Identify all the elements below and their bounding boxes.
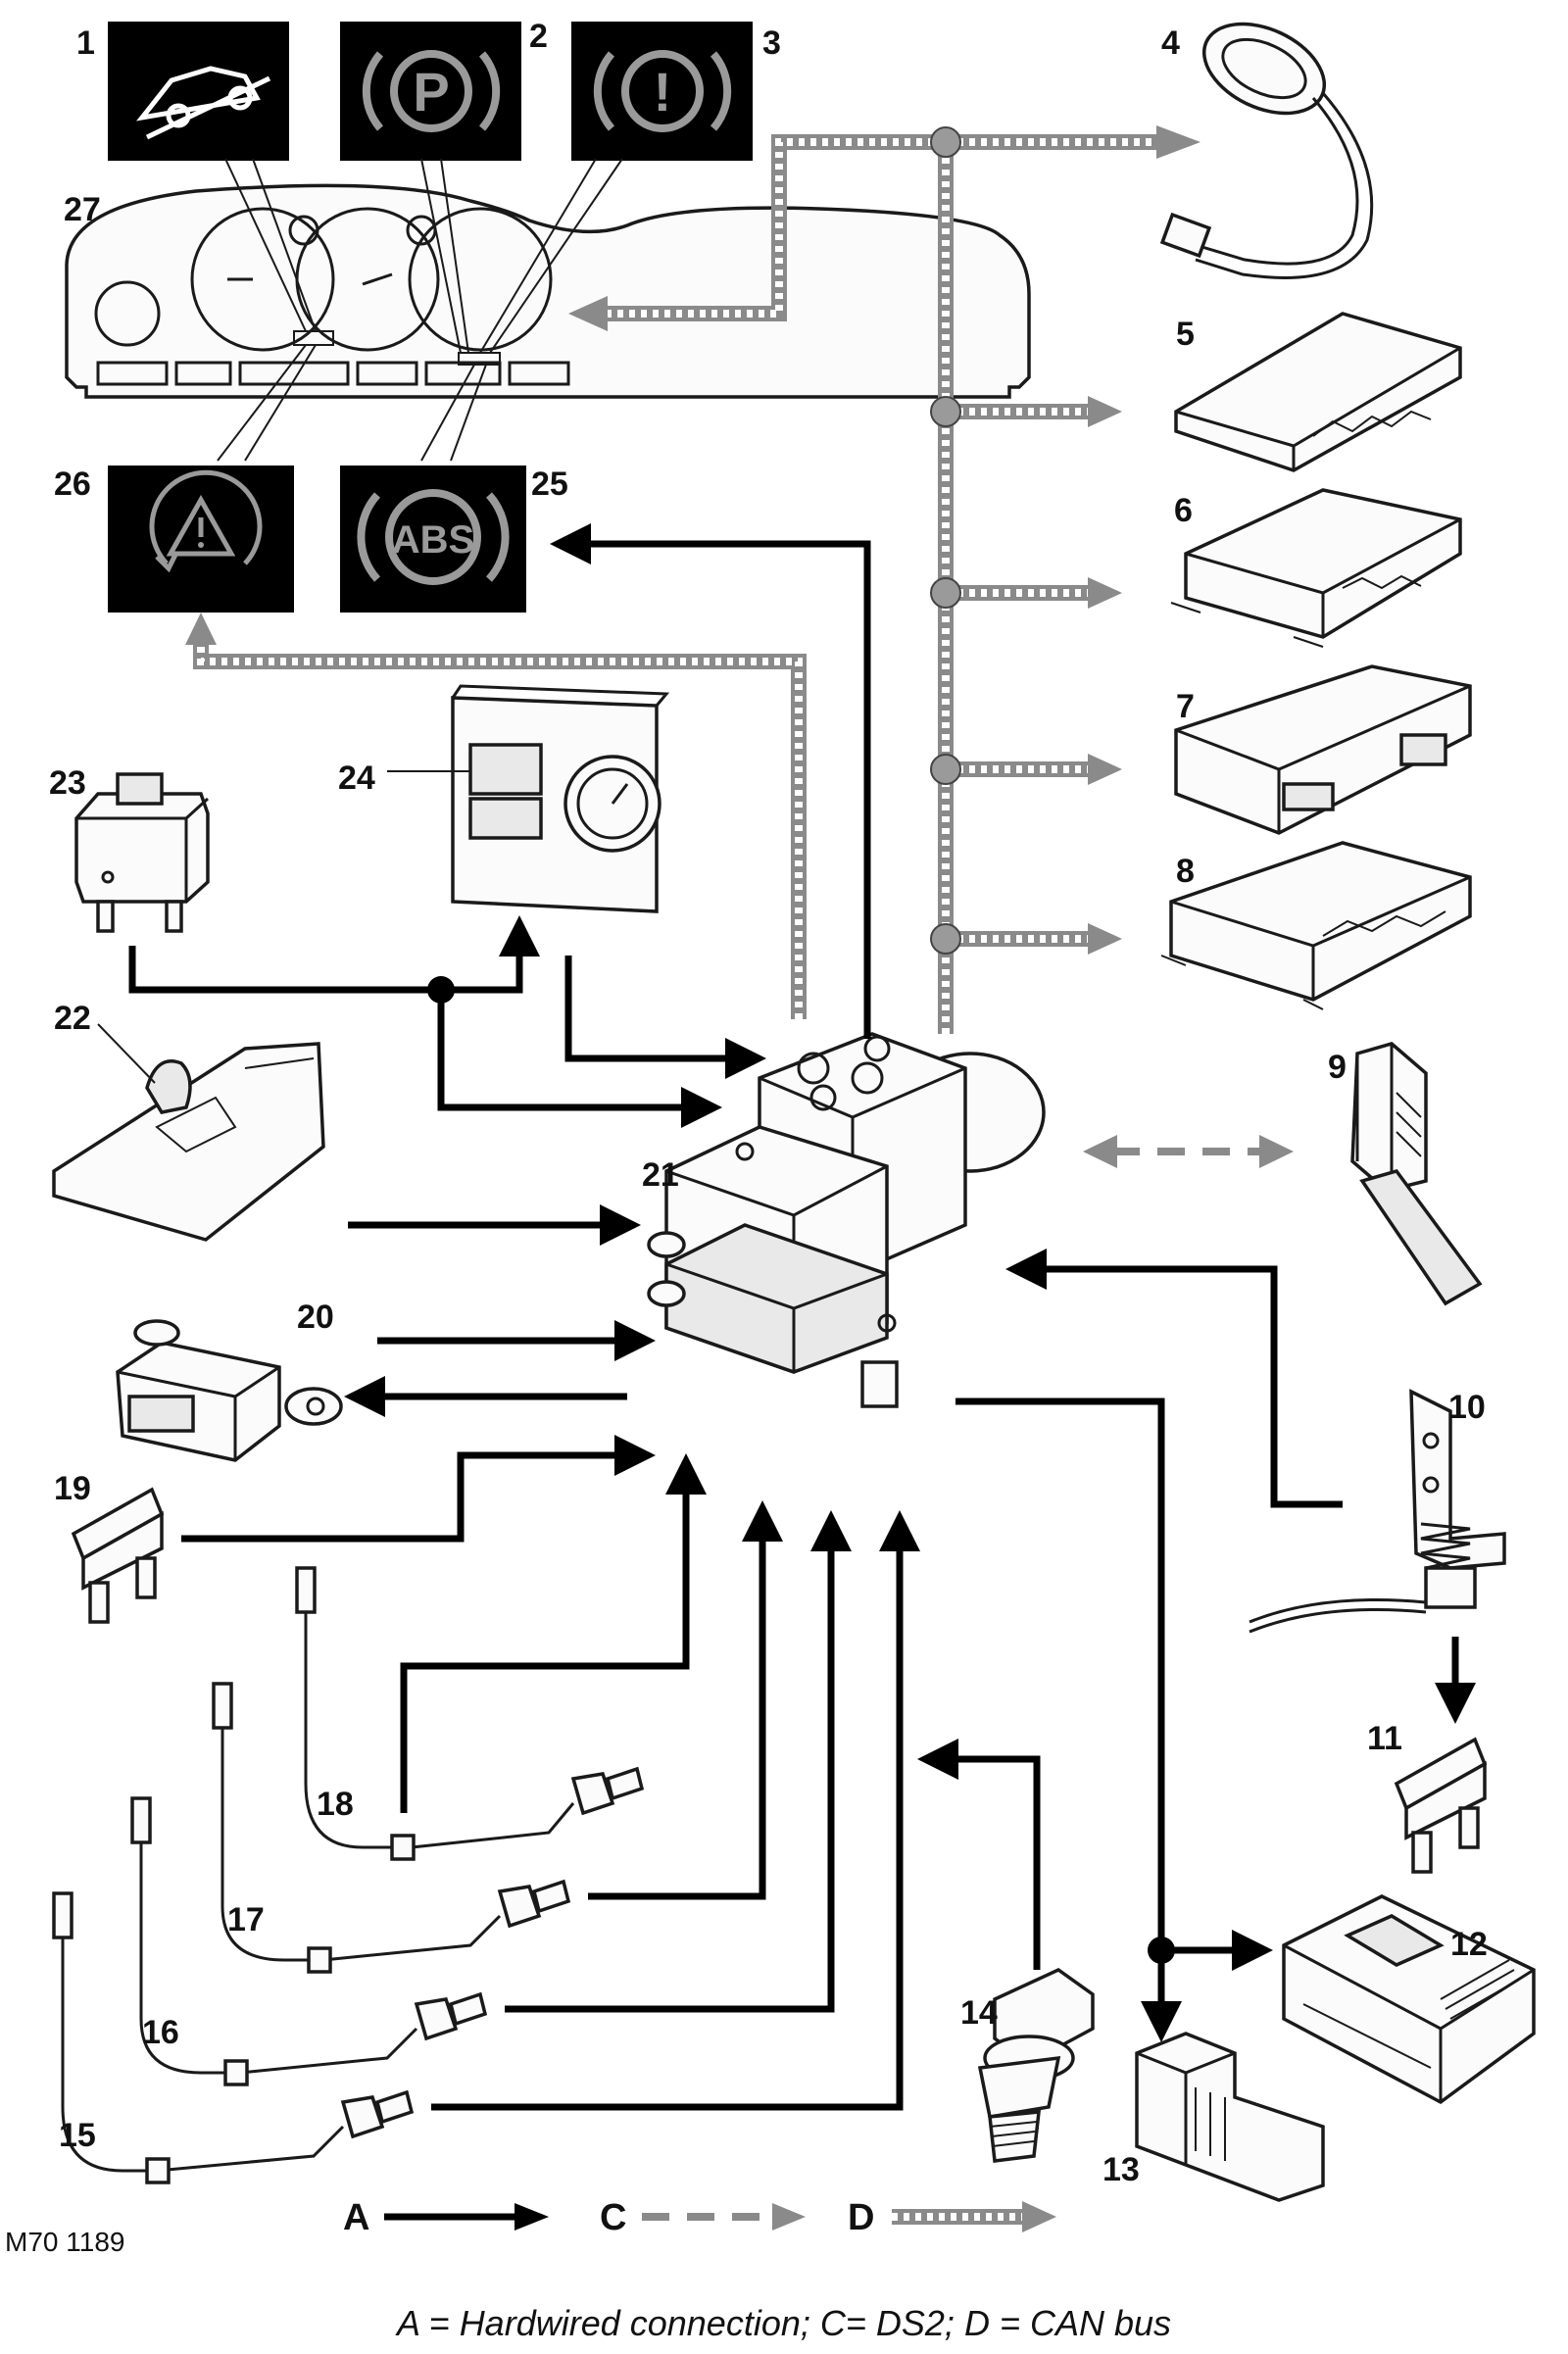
warning-lamp-hill-descent <box>108 22 289 161</box>
callout-17: 17 <box>227 1901 265 1938</box>
callout-16: 16 <box>142 2014 179 2051</box>
callout-20: 20 <box>297 1299 334 1336</box>
callout-19: 19 <box>54 1470 91 1507</box>
callout-4: 4 <box>1161 25 1180 62</box>
diagnostic-connector <box>1350 1042 1483 1306</box>
callout-21: 21 <box>642 1156 679 1194</box>
legend-arrow-can <box>892 2201 1056 2232</box>
hill-descent-icon <box>136 66 271 140</box>
callout-8: 8 <box>1176 853 1195 890</box>
wheel-speed-sensor-17 <box>212 1682 571 1974</box>
dsc-warning-icon <box>149 469 263 573</box>
callout-15: 15 <box>59 2117 96 2154</box>
brake-warning-icon: ! <box>593 50 732 132</box>
hardwired-connections <box>128 523 1476 2111</box>
control-module-5 <box>1174 312 1462 472</box>
can-bus-network <box>185 125 1200 1034</box>
parking-brake-icon: P <box>362 50 501 132</box>
abs-modulator <box>647 1032 1046 1408</box>
callout-24: 24 <box>338 760 375 797</box>
callout-numbers: 1 2 3 4 5 6 7 8 9 10 11 12 13 14 15 16 1… <box>49 18 1488 2188</box>
control-module-6 <box>1170 488 1462 648</box>
callout-13: 13 <box>1102 2151 1140 2188</box>
pressure-sensor <box>977 1967 1095 2163</box>
fuse-11 <box>1394 1737 1488 1874</box>
control-module-8 <box>1160 841 1472 1010</box>
callout-14: 14 <box>960 1994 998 2032</box>
callout-26: 26 <box>54 466 91 503</box>
instrument-pack <box>65 183 1031 399</box>
gear-selector <box>52 1023 325 1242</box>
callout-9: 9 <box>1328 1049 1347 1086</box>
warning-lamp-parking-brake: P <box>340 22 521 161</box>
yaw-rate-sensor <box>116 1319 343 1462</box>
legend-key-c: C <box>600 2197 626 2238</box>
callout-11: 11 <box>1367 1720 1402 1757</box>
callout-22: 22 <box>54 1000 91 1037</box>
warning-lamp-dsc <box>108 466 294 613</box>
lamp-leader-lines <box>217 158 623 462</box>
wheel-speed-sensor-18 <box>295 1566 645 1861</box>
callout-27: 27 <box>64 191 101 228</box>
control-module-7 <box>1174 664 1472 835</box>
legend-key-a: A <box>343 2197 369 2238</box>
callout-7: 7 <box>1176 688 1195 725</box>
control-module-12 <box>1282 1894 1536 2105</box>
callout-12: 12 <box>1450 1926 1488 1963</box>
callout-2: 2 <box>529 18 548 55</box>
abs-warning-icon: ABS <box>357 489 510 585</box>
warning-lamp-abs: ABS <box>340 466 526 613</box>
callout-25: 25 <box>531 466 568 503</box>
abs-text: ABS <box>392 518 474 562</box>
wheel-speed-sensor-15 <box>52 1891 415 2184</box>
figure-caption: A = Hardwired connection; C= DS2; D = CA… <box>395 2303 1171 2343</box>
connector-module-13 <box>1135 2032 1325 2202</box>
brake-pedal-switch <box>1249 1389 1506 1634</box>
callout-5: 5 <box>1176 316 1195 353</box>
callout-6: 6 <box>1174 492 1193 529</box>
brake-warning-symbol: ! <box>654 61 672 123</box>
callout-23: 23 <box>49 764 86 802</box>
legend-arrow-ds2 <box>642 2203 806 2231</box>
warning-lamp-brake: ! <box>571 22 753 161</box>
legend: A C D M70 1189 <box>5 2197 1056 2257</box>
callout-3: 3 <box>762 25 781 62</box>
fuse-19 <box>71 1487 165 1624</box>
ds2-link <box>1083 1135 1294 1168</box>
wheel-speed-sensor-16 <box>130 1796 488 2086</box>
steering-angle-sensor <box>1159 22 1374 279</box>
callout-1: 1 <box>76 25 95 62</box>
legend-arrow-hardwired <box>384 2203 549 2231</box>
legend-key-d: D <box>848 2197 874 2238</box>
figure-id: M70 1189 <box>5 2227 124 2257</box>
callout-18: 18 <box>317 1786 354 1823</box>
relay <box>74 772 210 933</box>
callout-10: 10 <box>1448 1389 1486 1426</box>
switch-panel <box>387 684 670 913</box>
parking-brake-letter: P <box>413 61 449 123</box>
